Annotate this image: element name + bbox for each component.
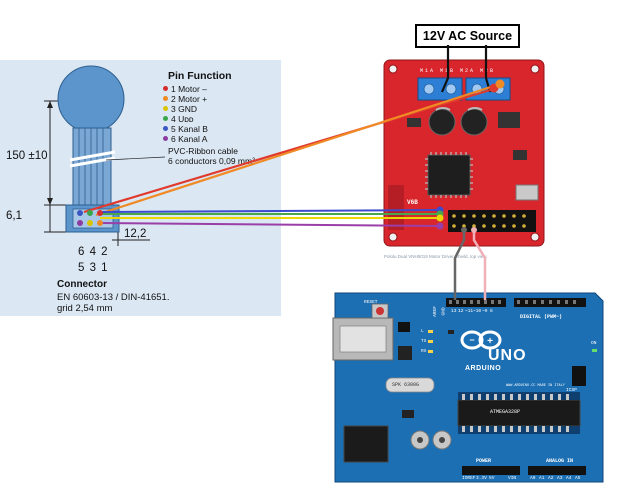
source-wire-1 — [440, 45, 450, 93]
pin-item-2: 2 Motor + — [163, 94, 207, 104]
arduino-url: WWW.ARDUINO.CC MADE IN ITALY — [506, 384, 565, 388]
connector-standard: EN 60603-13 / DIN-41651. — [57, 292, 170, 303]
source-wire-2 — [484, 45, 492, 93]
cable-label-line2: 6 conductors 0,09 mm² — [168, 156, 255, 166]
analog-label: ANALOG IN — [546, 458, 574, 464]
pin-8-label: 8 — [490, 309, 493, 314]
pin-2-dot — [163, 96, 168, 101]
arduino-infinity-logo: − + — [460, 330, 502, 350]
arduino-uno-board — [334, 292, 604, 483]
atmega-label: ATMEGA328P — [490, 409, 521, 415]
connector-title: Connector — [57, 279, 107, 290]
connector-pin-1 — [97, 210, 103, 216]
dc-power-jack — [343, 425, 389, 463]
a5-label: A5 — [575, 476, 581, 481]
pin-item-1: 1 Motor – — [163, 84, 207, 94]
motor-datasheet-panel — [0, 60, 281, 316]
svg-text:+: + — [487, 336, 493, 347]
pin-6-label: 6 Kanal A — [171, 134, 208, 144]
connector-pin-2 — [97, 220, 103, 226]
connector-pin-3 — [87, 220, 93, 226]
terminal-block-left — [417, 77, 463, 101]
height-dimension: 150 ±10 — [6, 150, 48, 162]
svg-text:−: − — [469, 335, 474, 345]
cable-label-line1: PVC-Ribbon cable — [168, 146, 238, 156]
connector-pin-row-1: 6 4 2 — [78, 246, 109, 258]
pin-9-label: ~9 — [482, 309, 488, 314]
pin-4-dot — [163, 116, 168, 121]
v5-label: 5V — [489, 476, 495, 481]
pin-item-5: 5 Kanal B — [163, 124, 208, 134]
crystal-oscillator — [385, 377, 435, 393]
pin-4-label: 4 Uᴅᴅ — [171, 114, 194, 124]
source-label-box: 12V AC Source — [415, 24, 520, 48]
tx-led-label: TX — [421, 339, 427, 344]
power-header — [462, 466, 520, 475]
pin-5-label: 5 Kanal B — [171, 124, 208, 134]
a3-label: A3 — [557, 476, 563, 481]
pin-13-label: 13 — [451, 309, 457, 314]
pin-1-label: 1 Motor – — [171, 84, 207, 94]
driver-silk-top: M1A M1B M2A M2B — [420, 68, 496, 74]
crystal-label: SPK 6300G — [392, 382, 420, 388]
wire-kanal-b — [99, 209, 441, 213]
wire-driver-to-arduino-pink — [472, 230, 487, 300]
micro-usb-port — [515, 184, 539, 201]
reset-label: RESET — [364, 300, 378, 305]
capacitor-right — [460, 108, 488, 136]
pin-5-dot — [163, 126, 168, 131]
vin-label: VIN — [508, 476, 517, 481]
pin-2-label: 2 Motor + — [171, 94, 208, 104]
motor-driver-board — [383, 59, 545, 247]
wire-kanal-a — [99, 222, 441, 227]
icsp-label: ICSP — [566, 388, 577, 393]
arduino-uno-logo: UNO — [488, 347, 527, 364]
rx-led-label: RX — [421, 349, 427, 354]
pin-item-6: 6 Kanal A — [163, 134, 207, 144]
reset-button — [376, 307, 384, 315]
arduino-brand: ARDUINO — [465, 365, 502, 372]
v33-label: 3.3V — [476, 476, 487, 481]
connector-pin-6 — [77, 220, 83, 226]
a1-label: A1 — [539, 476, 545, 481]
power-label: POWER — [476, 458, 492, 464]
pin-item-3: 3 GND — [163, 104, 197, 114]
analog-header — [528, 466, 586, 475]
a2-label: A2 — [548, 476, 554, 481]
driver-chip-label: V6B — [407, 199, 418, 206]
driver-caption: Pololu Dual VNH5019 Motor Driver Shield,… — [384, 254, 488, 259]
wire-motor-minus — [83, 86, 498, 214]
mosfet — [498, 112, 520, 128]
connector-pin-4 — [87, 210, 93, 216]
pin-function-title: Pin Function — [168, 70, 232, 82]
digital-label: DIGITAL (PWM~) — [520, 314, 563, 320]
pin-12-label: 12 — [458, 309, 464, 314]
icsp-header — [572, 366, 586, 386]
connector-width-dimension: 12,2 — [124, 228, 147, 240]
wire-driver-to-arduino-gray — [453, 230, 466, 300]
pin-3-label: 3 GND — [171, 104, 197, 114]
pin-3-dot — [163, 106, 168, 111]
a4-label: A4 — [566, 476, 572, 481]
connector-height-dimension: 6,1 — [6, 210, 22, 222]
pin-item-4: 4 Uᴅᴅ — [163, 114, 194, 124]
a0-label: A0 — [530, 476, 536, 481]
pin-1-dot — [163, 86, 168, 91]
capacitor-left — [428, 108, 456, 136]
pin-6-dot — [163, 136, 168, 141]
connector-grid: grid 2,54 mm — [57, 303, 113, 314]
ioref-label: IOREF — [462, 476, 476, 481]
pin-10-label: ~10 — [473, 309, 482, 314]
driver-chip — [427, 154, 471, 196]
motor-plus-terminal — [495, 79, 505, 89]
l-led-label: L — [421, 329, 424, 334]
on-led-label: ON — [591, 341, 597, 346]
wire-motor-plus — [95, 82, 501, 217]
connector-pin-row-2: 5 3 1 — [78, 262, 109, 274]
connector-pin-5 — [77, 210, 83, 216]
pin-11-label: ~11 — [465, 309, 474, 314]
digital-header-left — [446, 298, 506, 307]
